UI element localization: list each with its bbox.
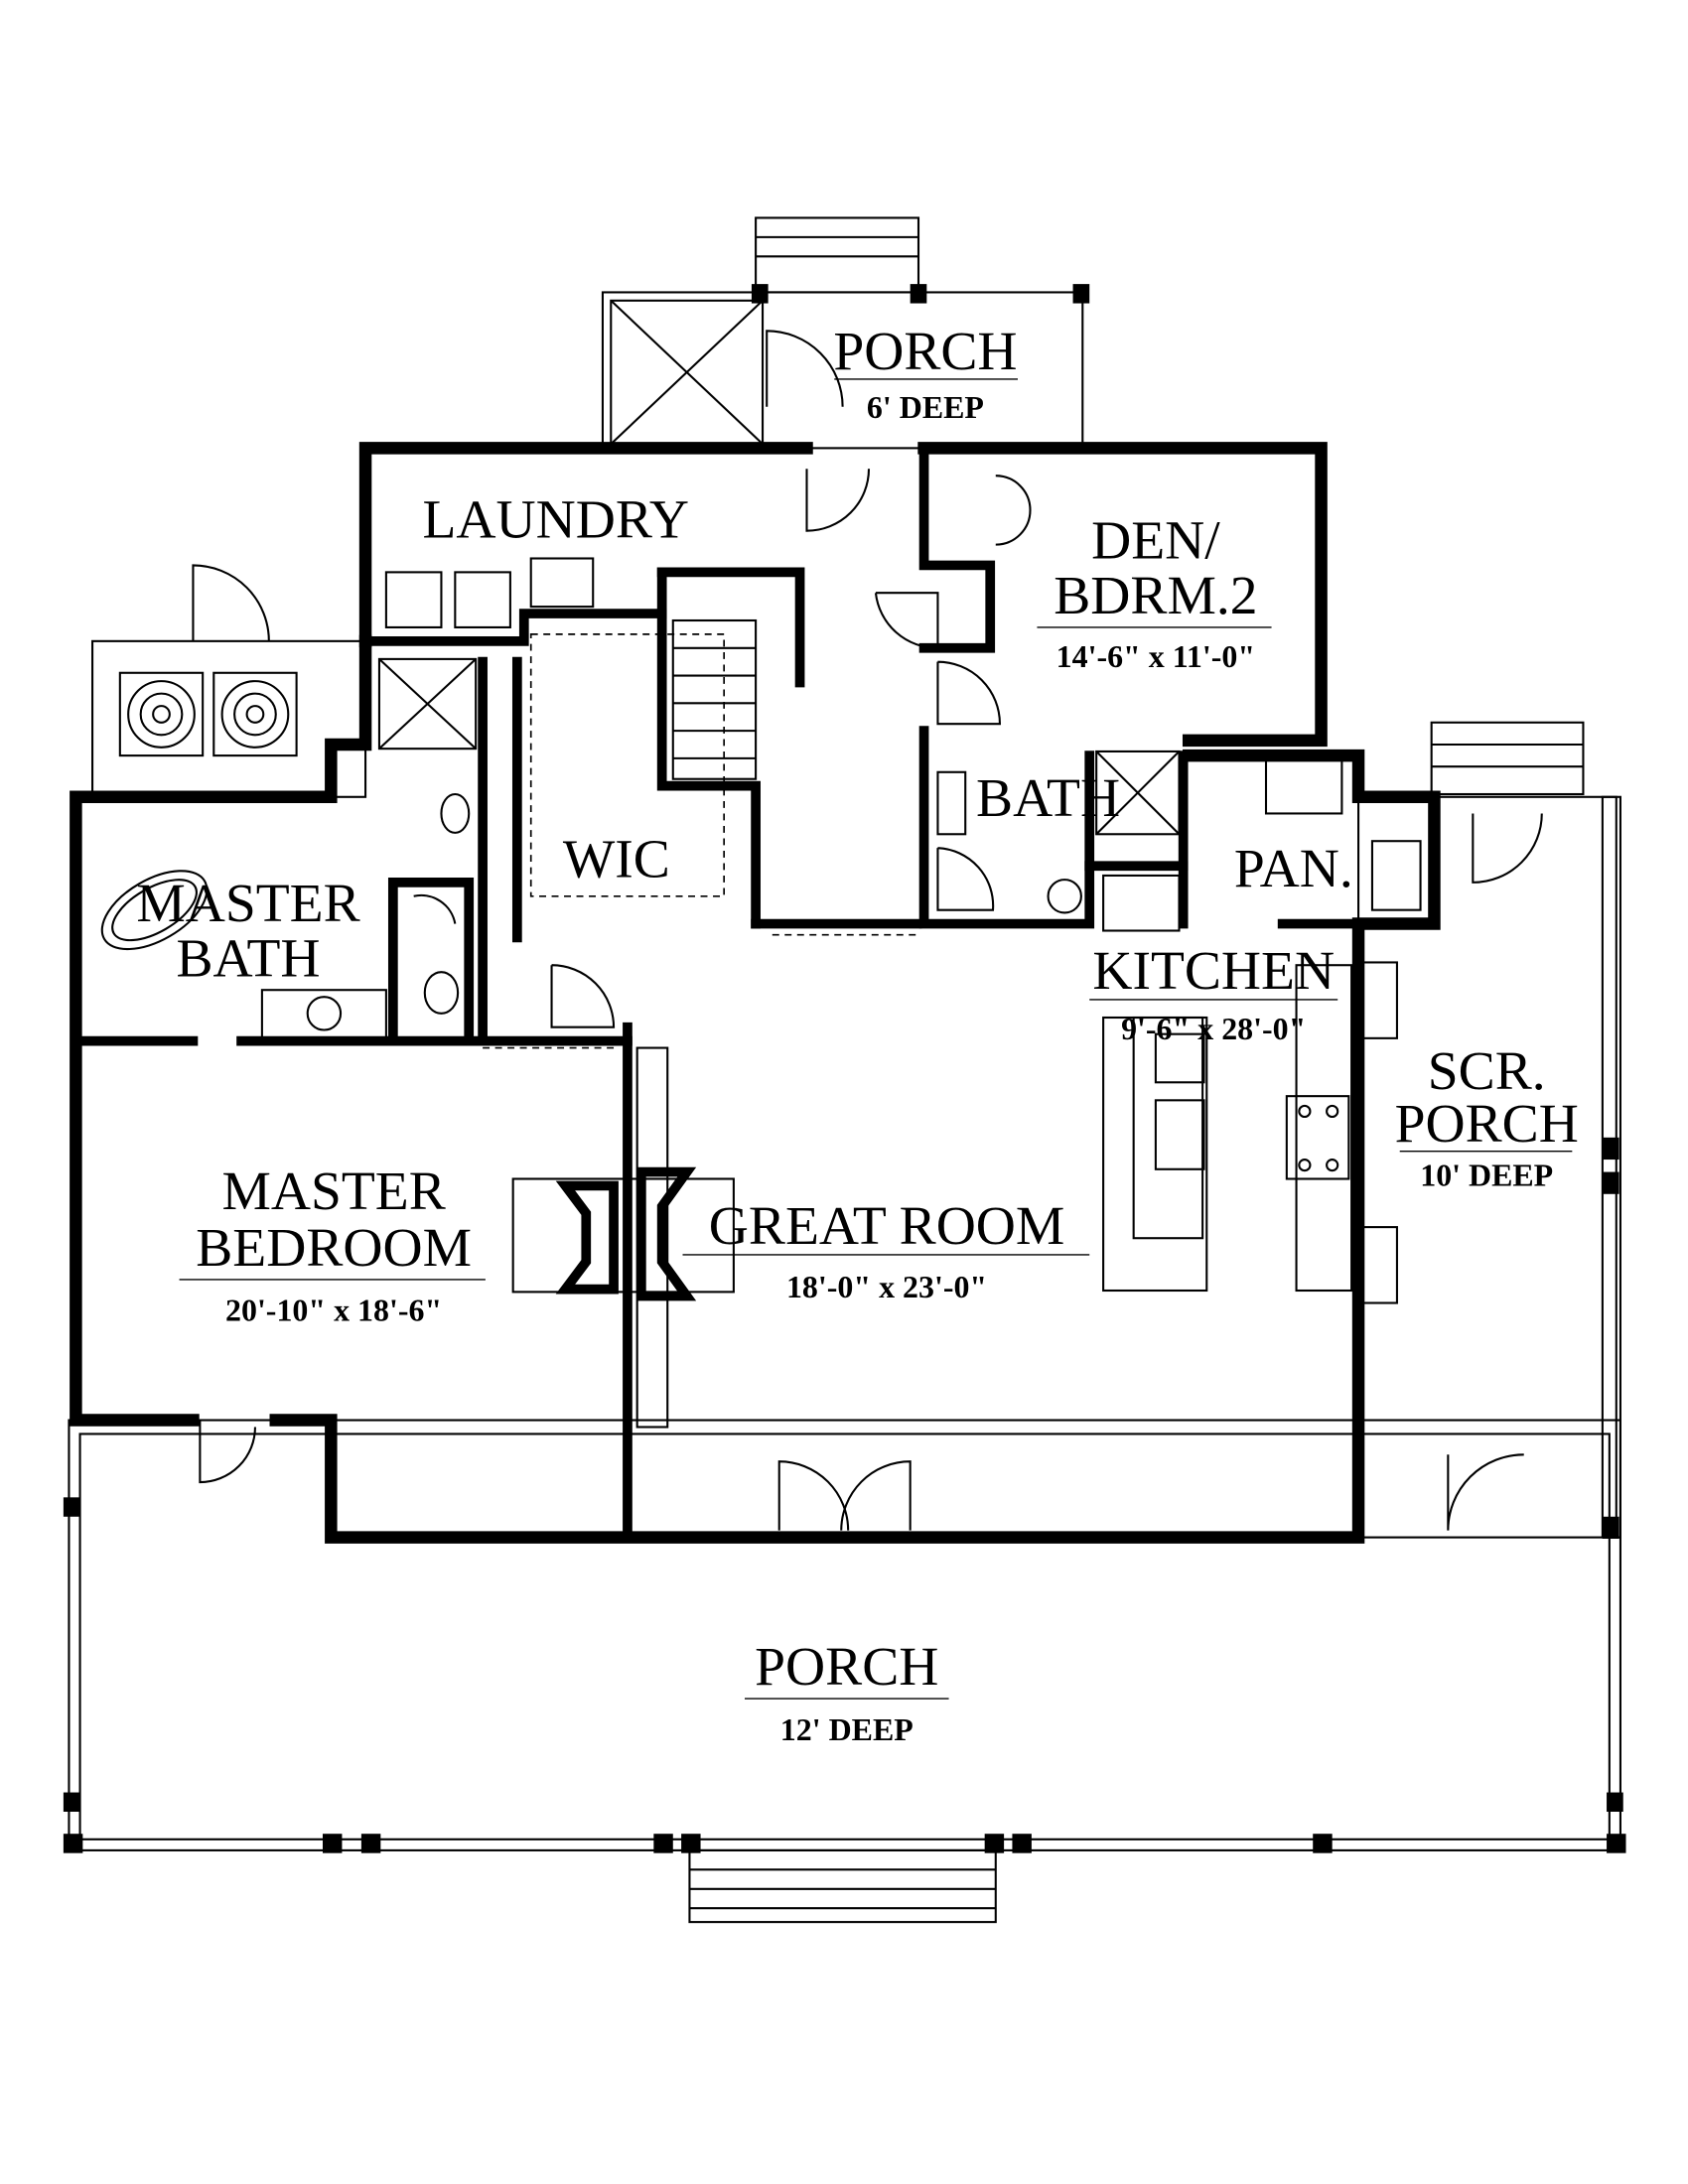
room-label-wic: WIC (563, 828, 670, 889)
svg-text:MASTER: MASTER (136, 873, 359, 934)
room-label-pantry: PAN. (1234, 838, 1353, 899)
svg-text:BDRM.2: BDRM.2 (1054, 565, 1257, 626)
svg-text:20'-10" x 18'-6": 20'-10" x 18'-6" (225, 1294, 442, 1328)
room-label-kitchen: KITCHEN 9'-6" x 28'-0" (1089, 940, 1338, 1046)
svg-text:BATH: BATH (176, 927, 320, 989)
svg-text:10' DEEP: 10' DEEP (1420, 1158, 1553, 1192)
svg-text:DEN/: DEN/ (1091, 510, 1220, 572)
front-porch (63, 1419, 1626, 1924)
room-label-porch-front: PORCH 12' DEEP (745, 1636, 949, 1747)
room-label-porch-rear: PORCH 6' DEEP (833, 321, 1018, 425)
svg-text:12' DEEP: 12' DEEP (780, 1712, 914, 1747)
mechanical-area (91, 564, 367, 798)
stairs (671, 618, 758, 780)
room-label-den: DEN/ BDRM.2 14'-6" x 11'-0" (1037, 510, 1272, 674)
svg-text:18'-0" x 23'-0": 18'-0" x 23'-0" (786, 1270, 987, 1304)
room-label-master-bath: MASTER BATH (136, 873, 359, 990)
fixtures (100, 469, 1422, 1531)
svg-text:MASTER: MASTER (221, 1160, 445, 1222)
svg-text:PORCH: PORCH (755, 1636, 938, 1698)
room-label-great-room: GREAT ROOM 18'-0" x 23'-0" (682, 1195, 1090, 1304)
kitchen-island (1102, 1016, 1208, 1293)
svg-text:PORCH: PORCH (833, 321, 1017, 382)
room-label-master-bedroom: MASTER BEDROOM 20'-10" x 18'-6" (179, 1160, 486, 1328)
svg-text:BEDROOM: BEDROOM (196, 1217, 472, 1279)
kitchen-counter (1285, 961, 1398, 1304)
walls (70, 442, 1441, 1544)
svg-text:PORCH: PORCH (1395, 1093, 1579, 1155)
room-label-laundry: LAUNDRY (422, 489, 689, 551)
svg-text:9'-6" x 28'-0": 9'-6" x 28'-0" (1121, 1012, 1306, 1046)
svg-text:GREAT ROOM: GREAT ROOM (709, 1195, 1065, 1257)
svg-text:KITCHEN: KITCHEN (1092, 940, 1335, 1002)
room-label-screened-porch: SCR. PORCH 10' DEEP (1395, 1040, 1579, 1192)
room-label-bath: BATH (976, 767, 1120, 829)
svg-text:SCR.: SCR. (1428, 1040, 1546, 1102)
svg-text:14'-6" x 11'-0": 14'-6" x 11'-0" (1056, 639, 1255, 674)
svg-text:6' DEEP: 6' DEEP (867, 390, 984, 425)
